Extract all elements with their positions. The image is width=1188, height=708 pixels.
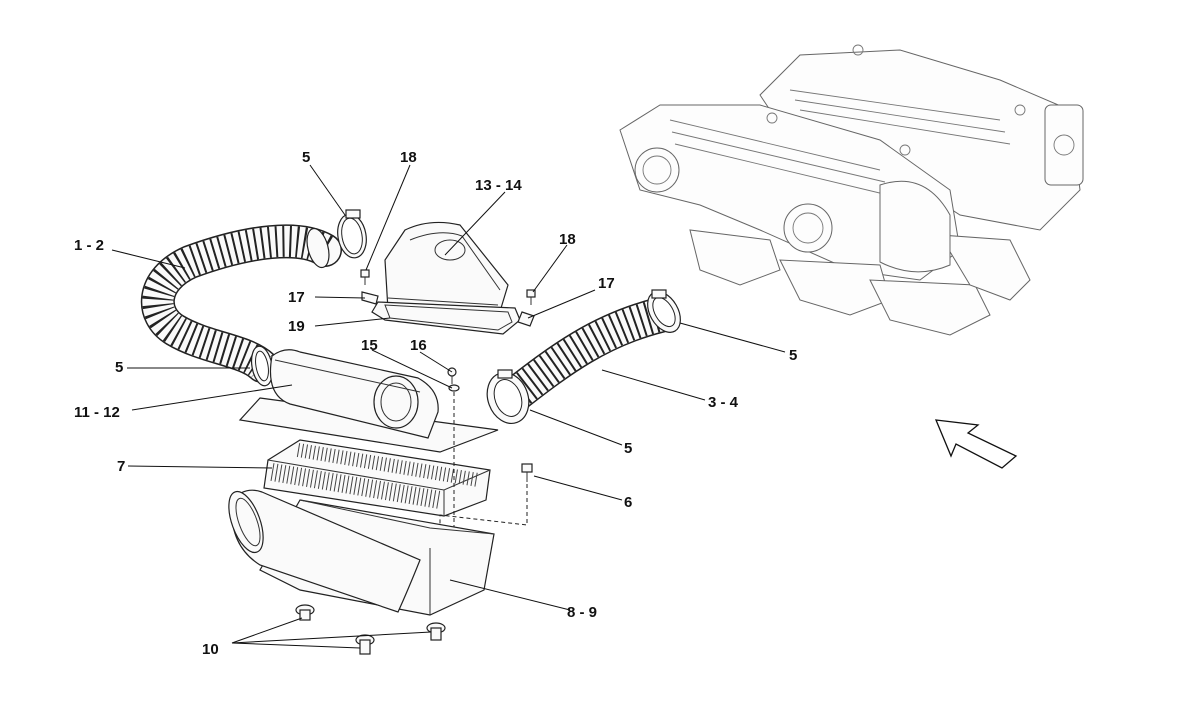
air-filter-7 (263, 439, 491, 517)
label-10: 10 (202, 641, 219, 658)
hose-clamp-right-top (647, 289, 681, 333)
label-19: 19 (288, 318, 305, 335)
bracket-17-right (517, 311, 535, 327)
mount-10-c (426, 622, 446, 641)
intake-duct-13-14 (384, 221, 509, 319)
hose-clamp-top (337, 209, 367, 259)
label-15: 15 (361, 337, 378, 354)
gasket-19 (371, 301, 521, 335)
alignment-line-6 (439, 484, 528, 548)
hose-clamp-right-bottom (486, 369, 530, 424)
mount-10-a (295, 604, 315, 621)
engine-illustration (619, 44, 1084, 336)
screw-18-right (526, 289, 536, 305)
label-11-12: 11 - 12 (74, 404, 120, 421)
washer-15 (448, 384, 460, 392)
label-1-2: 1 - 2 (74, 237, 104, 254)
hose-1-2 (140, 224, 342, 383)
label-8-9: 8 - 9 (567, 604, 597, 621)
label-17-right: 17 (598, 275, 615, 292)
screw-18-left (360, 269, 370, 285)
label-6: 6 (624, 494, 632, 511)
leader-lines (111, 164, 786, 649)
label-13-14: 13 - 14 (475, 177, 522, 194)
airbox-cover-11-12 (238, 349, 499, 453)
label-17-left: 17 (288, 289, 305, 306)
label-16: 16 (410, 337, 427, 354)
airbox-base-8-9 (228, 489, 495, 616)
bracket-17-left (361, 291, 379, 305)
label-18-right: 18 (559, 231, 576, 248)
bolt-6 (521, 463, 533, 482)
mount-10-b (355, 634, 375, 655)
label-5-top: 5 (302, 149, 310, 166)
hose-3-4 (497, 297, 678, 413)
label-3-4: 3 - 4 (708, 394, 739, 411)
label-5-left: 5 (115, 359, 123, 376)
label-18-top: 18 (400, 149, 417, 166)
label-7: 7 (117, 458, 125, 475)
label-5-right-mid: 5 (624, 440, 632, 457)
hose-clamp-left (250, 345, 274, 387)
label-5-right-top: 5 (789, 347, 797, 364)
outline-arrow-up-left-icon (934, 419, 1018, 469)
